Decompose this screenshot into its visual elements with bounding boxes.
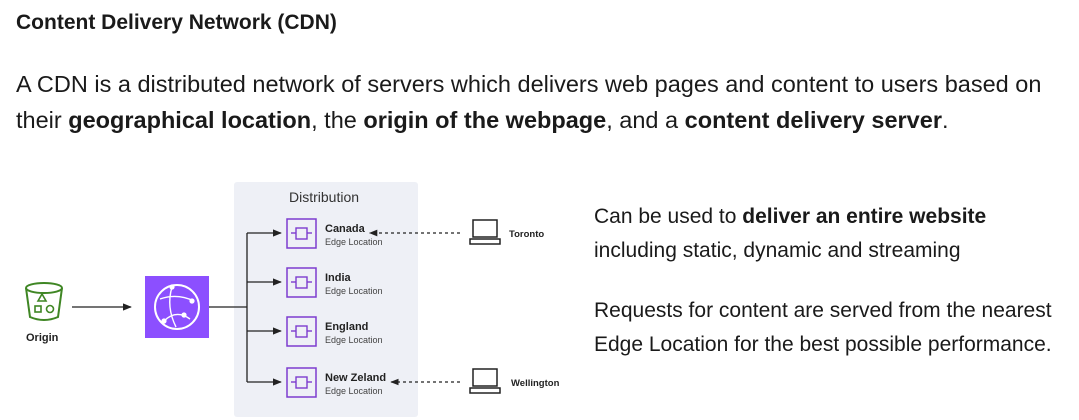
edge-location-name: New Zeland: [325, 372, 386, 384]
distribution-panel: [234, 182, 418, 417]
intro-text-4: .: [941, 107, 949, 133]
feature-bold: deliver an entire website: [742, 205, 987, 228]
edge-location-icon: [286, 316, 317, 347]
intro-text-1: A CDN is a distributed network of server…: [16, 71, 1042, 133]
edge-location-sublabel: Edge Location: [325, 386, 383, 396]
edge-location-name: Canada: [325, 223, 366, 235]
feature-item: Can be used to deliver an entire website…: [594, 200, 1074, 268]
intro-text-2: , the: [311, 107, 364, 133]
intro-bold-server: content delivery server: [684, 107, 942, 133]
edge-location-name: India: [325, 272, 352, 284]
s3-bucket-icon: [25, 282, 63, 321]
laptop-icon: [469, 219, 501, 245]
feature-list: Can be used to deliver an entire website…: [594, 200, 1074, 388]
feature-item: Requests for content are served from the…: [594, 294, 1074, 362]
page-title: Content Delivery Network (CDN): [16, 11, 337, 34]
origin-label: Origin: [26, 332, 59, 344]
intro-bold-origin: origin of the webpage: [363, 107, 607, 133]
edge-location-icon: [286, 218, 317, 249]
edge-location-name: England: [325, 321, 368, 333]
edge-location-sublabel: Edge Location: [325, 335, 383, 345]
feature-text: including static, dynamic and streaming: [594, 239, 961, 262]
edge-location-icon: [286, 367, 317, 398]
intro-paragraph: A CDN is a distributed network of server…: [16, 66, 1066, 138]
edge-location-sublabel: Edge Location: [325, 286, 383, 296]
client-location-label: Toronto: [509, 229, 544, 240]
laptop-icon: [469, 368, 501, 394]
feature-text: Can be used to: [594, 205, 743, 228]
intro-bold-geo: geographical location: [68, 107, 312, 133]
client-location-label: Wellington: [511, 378, 560, 389]
cloudfront-icon: [145, 276, 209, 338]
edge-location-sublabel: Edge Location: [325, 237, 383, 247]
distribution-label: Distribution: [289, 189, 359, 205]
edge-location-icon: [286, 267, 317, 298]
intro-text-3: , and a: [606, 107, 685, 133]
feature-text: Requests for content are served from the…: [594, 299, 1052, 356]
